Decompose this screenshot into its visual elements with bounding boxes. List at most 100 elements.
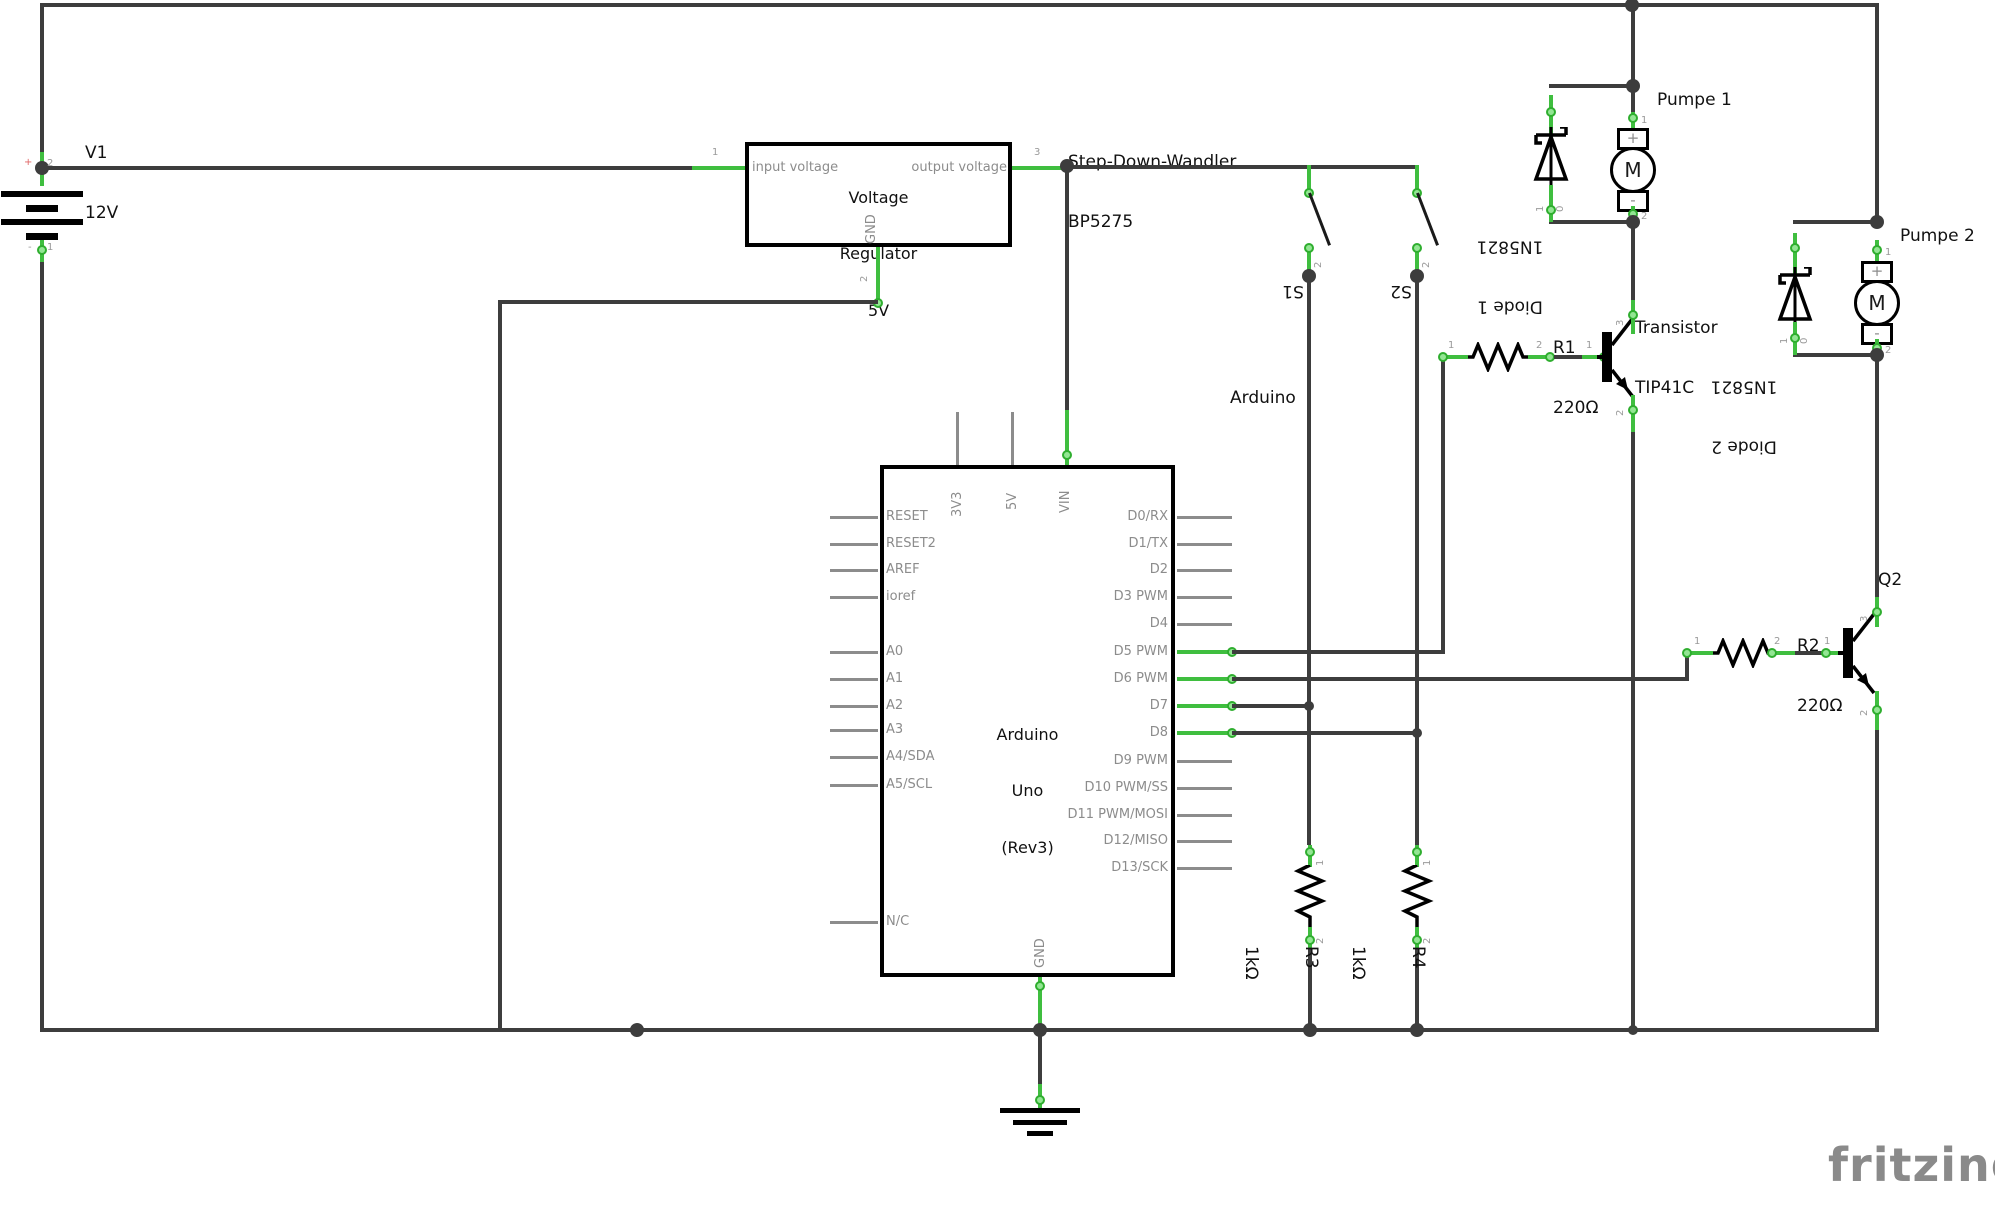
- q2-collector-connection: [1872, 607, 1882, 617]
- q2-emitter-connection: [1872, 705, 1882, 715]
- arduino-pin-d3-label: D3 PWM: [1113, 589, 1168, 604]
- battery-plate-short-1: [26, 205, 58, 212]
- junction-d7-s1: [1304, 701, 1314, 711]
- motor1-plus-sign: +: [1626, 129, 1640, 147]
- diode1-cathode-connection: [1546, 107, 1556, 117]
- arduino-pin-aref-label: AREF: [886, 562, 920, 577]
- motor2-minus-terminal: -: [1861, 323, 1893, 345]
- r3-value: 1kΩ: [1240, 946, 1261, 980]
- arduino-pin-nc-label: N/C: [886, 914, 910, 929]
- wire-earth-drop: [1038, 1032, 1042, 1084]
- wire-battery-to-regulator: [42, 166, 692, 170]
- wire-d6-run: [1232, 677, 1689, 681]
- stepdown-heading: Step-Down-Wandler BP5275: [1068, 112, 1236, 272]
- wire-q2-emitter-to-gnd: [1875, 730, 1879, 1030]
- diode2-name: Diode 2: [1711, 436, 1777, 457]
- arduino-title: Arduino Uno (Rev3): [880, 688, 1175, 896]
- pin-stub-a4: [830, 756, 878, 759]
- voltage-regulator-body: [745, 142, 1012, 247]
- pin-stub-d3: [1177, 596, 1232, 599]
- q2-base-connection: [1821, 648, 1831, 658]
- arduino-pin-d5-label: D5 PWM: [1113, 644, 1168, 659]
- wire-regulator-gnd-lead: [876, 247, 880, 304]
- fritzing-logo: fritzing: [1828, 1138, 1995, 1192]
- wire-r2-to-q2: [1795, 651, 1822, 655]
- battery-label: V1 12V: [85, 103, 118, 263]
- wire-diode1-bottom-branch: [1549, 220, 1633, 224]
- diode2-cathode-connection: [1790, 243, 1800, 253]
- r4-resistor-symbol: [1400, 865, 1434, 927]
- r4-value: 1kΩ: [1347, 946, 1368, 980]
- diode2-label: Diode 2 1N5821: [1700, 336, 1788, 496]
- wire-r2-pin2-lead: [1773, 651, 1795, 655]
- arduino-pin-d6-label: D6 PWM: [1113, 671, 1168, 686]
- arduino-pin-reset-label: RESET: [886, 509, 928, 524]
- pump2-label: Pumpe 2: [1900, 226, 1975, 246]
- arduino-pin-d0-label: D0/RX: [1127, 509, 1168, 524]
- arduino-pin-a2-label: A2: [886, 698, 904, 713]
- wire-s1-column: [1307, 270, 1311, 707]
- wire-pump1-top: [1631, 5, 1635, 86]
- motor2-letter: M: [1868, 291, 1886, 315]
- regulator-title-line1: Voltage: [848, 187, 909, 207]
- arduino-body: [880, 465, 1175, 977]
- earth-symbol-line2: [1013, 1120, 1067, 1125]
- motor1-letter: M: [1624, 158, 1642, 182]
- arduino-pin-a3-label: A3: [886, 722, 904, 737]
- pin-stub-d1: [1177, 543, 1232, 546]
- wire-diode1-anode-lead: [1549, 185, 1553, 222]
- s2-lever: [1416, 192, 1439, 246]
- pin-stub-ioref: [830, 596, 878, 599]
- arduino-pin-gnd-label: GND: [1033, 938, 1048, 968]
- wire-d5-stub: [1177, 650, 1232, 654]
- q1-label-line1: Transistor: [1635, 318, 1718, 339]
- junction-pump2-diode-bottom: [1870, 348, 1884, 362]
- motor2-minus-sign: -: [1874, 324, 1880, 342]
- regulator-pin2-number: 2: [859, 275, 870, 282]
- battery-plus-sign: +: [24, 157, 33, 168]
- junction-regulator-output: [1060, 159, 1074, 173]
- battery-name: V1: [85, 143, 108, 164]
- wire-s1-bottom-lead: [1307, 244, 1311, 270]
- s2-label: S2: [1390, 281, 1412, 302]
- junction-battery-plus: [35, 161, 49, 175]
- vin-connection: [1062, 450, 1072, 460]
- earth-symbol-line1: [1000, 1108, 1080, 1113]
- pin-stub-d10: [1177, 787, 1232, 790]
- wire-d8-stub: [1177, 731, 1232, 735]
- arduino-pin-d11-label: D11 PWM/MOSI: [1067, 807, 1168, 822]
- junction-pump2-diode-top: [1870, 215, 1884, 229]
- wire-q2-collector: [1875, 357, 1879, 597]
- r3-pin1-connection: [1305, 847, 1315, 857]
- r1-value: 220Ω: [1553, 398, 1599, 419]
- arduino-pin-5v-label: 5V: [1005, 492, 1020, 510]
- r1-label: R1 220Ω: [1553, 298, 1598, 458]
- battery-plate-short-2: [26, 233, 58, 240]
- wire-gnd-drop-left: [498, 300, 502, 1030]
- arduino-pin-ioref-label: ioref: [886, 589, 916, 604]
- wire-r1-pin2-lead: [1528, 355, 1554, 359]
- motor1-minus-sign: -: [1630, 191, 1636, 209]
- junction-r3-gnd: [1303, 1023, 1317, 1037]
- q2-base-number: 1: [1824, 636, 1831, 647]
- pump1-label: Pumpe 1: [1657, 90, 1732, 110]
- diode1-symbol: [1533, 127, 1569, 193]
- r2-label: R2 220Ω: [1797, 596, 1842, 756]
- s1-label: S1: [1282, 281, 1304, 302]
- s1-bottom-connection: [1304, 243, 1314, 253]
- q1-transistor-symbol: [1597, 316, 1635, 399]
- pin-stub-a5: [830, 784, 878, 787]
- arduino-pin-a5-label: A5/SCL: [886, 777, 933, 792]
- diode1-name: Diode 1: [1477, 296, 1543, 317]
- r4-label: R4 1kΩ: [1308, 946, 1468, 980]
- wire-s2-bottom-lead: [1415, 244, 1419, 270]
- wire-vin-drop: [1065, 165, 1069, 410]
- junction-q1-gnd: [1628, 1025, 1638, 1035]
- q2-emitter-number: 2: [1859, 709, 1870, 716]
- motor1-pin1-number: 1: [1641, 115, 1648, 126]
- battery-plate-long-1: [1, 191, 83, 197]
- motor2-pin1-number: 1: [1885, 247, 1892, 258]
- wire-s1-top-lead: [1307, 165, 1311, 193]
- arduino-pin-a1-label: A1: [886, 671, 904, 686]
- q2-transistor-symbol: [1838, 612, 1876, 695]
